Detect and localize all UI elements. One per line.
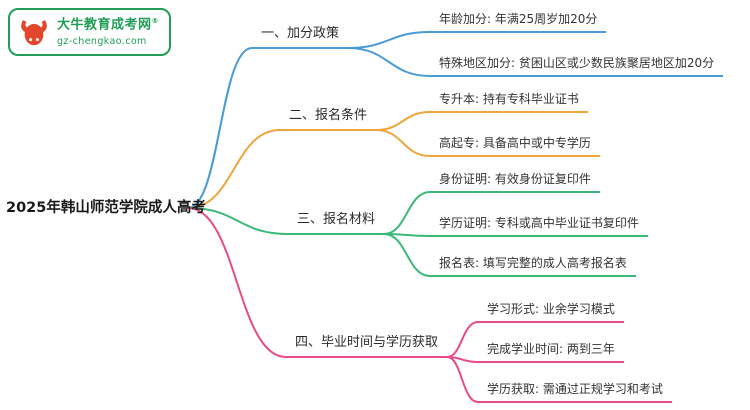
- branch-4-node: 四、毕业时间与学历获取: [286, 330, 448, 358]
- branch-3-child-2-node: 学历证明: 专科或高中毕业证书复印件: [430, 211, 648, 237]
- branch-3-child-3-node: 报名表: 填写完整的成人高考报名表: [430, 251, 636, 277]
- logo-brand-text: 大牛教育成考网: [57, 17, 152, 33]
- branch-1-node: 一、加分政策: [252, 21, 349, 49]
- logo-domain-text: gz-chengkao.com: [57, 35, 147, 47]
- connector-branch-1-child-1: [347, 31, 431, 49]
- connector-branch-2-child-2: [375, 129, 431, 157]
- branch-3-child-1-node: 身份证明: 有效身份证复印件: [430, 167, 600, 193]
- connector-root-branch-2: [187, 129, 281, 209]
- connector-branch-2-child-1: [375, 111, 431, 131]
- logo-text-block: 大牛教育成考网® gz-chengkao.com: [57, 17, 159, 47]
- branch-1-child-1-node: 年龄加分: 年满25周岁加20分: [430, 7, 607, 33]
- connector-root-branch-3: [187, 207, 289, 235]
- branch-4-child-1-node: 学习形式: 业余学习模式: [478, 297, 624, 323]
- branch-1-child-2-node: 特殊地区加分: 贫困山区或少数民族聚居地区加20分: [430, 51, 724, 77]
- connector-branch-4-child-3: [446, 356, 479, 403]
- site-logo: 大牛教育成考网® gz-chengkao.com: [8, 8, 172, 56]
- branch-2-child-2-node: 高起专: 具备高中或中专学历: [430, 131, 600, 157]
- connector-root-branch-4: [187, 207, 287, 358]
- connector-root-branch-1: [187, 47, 253, 209]
- connector-branch-3-child-1: [383, 191, 431, 235]
- connector-branch-4-child-1: [446, 321, 479, 358]
- logo-registered-mark: ®: [151, 17, 160, 26]
- bull-logo-icon: [21, 20, 47, 46]
- branch-4-child-2-node: 完成学业时间: 两到三年: [478, 337, 624, 363]
- logo-brand-line: 大牛教育成考网®: [57, 17, 159, 34]
- branch-2-child-1-node: 专升本: 持有专科毕业证书: [430, 87, 588, 113]
- connector-branch-1-child-2: [347, 47, 431, 77]
- branch-2-node: 二、报名条件: [280, 103, 377, 131]
- root-node: 2025年韩山师范学院成人高考: [6, 200, 206, 216]
- branch-3-node: 三、报名材料: [288, 207, 385, 235]
- branch-4-child-3-node: 学历获取: 需通过正规学习和考试: [478, 377, 672, 403]
- connector-branch-3-child-3: [383, 233, 431, 277]
